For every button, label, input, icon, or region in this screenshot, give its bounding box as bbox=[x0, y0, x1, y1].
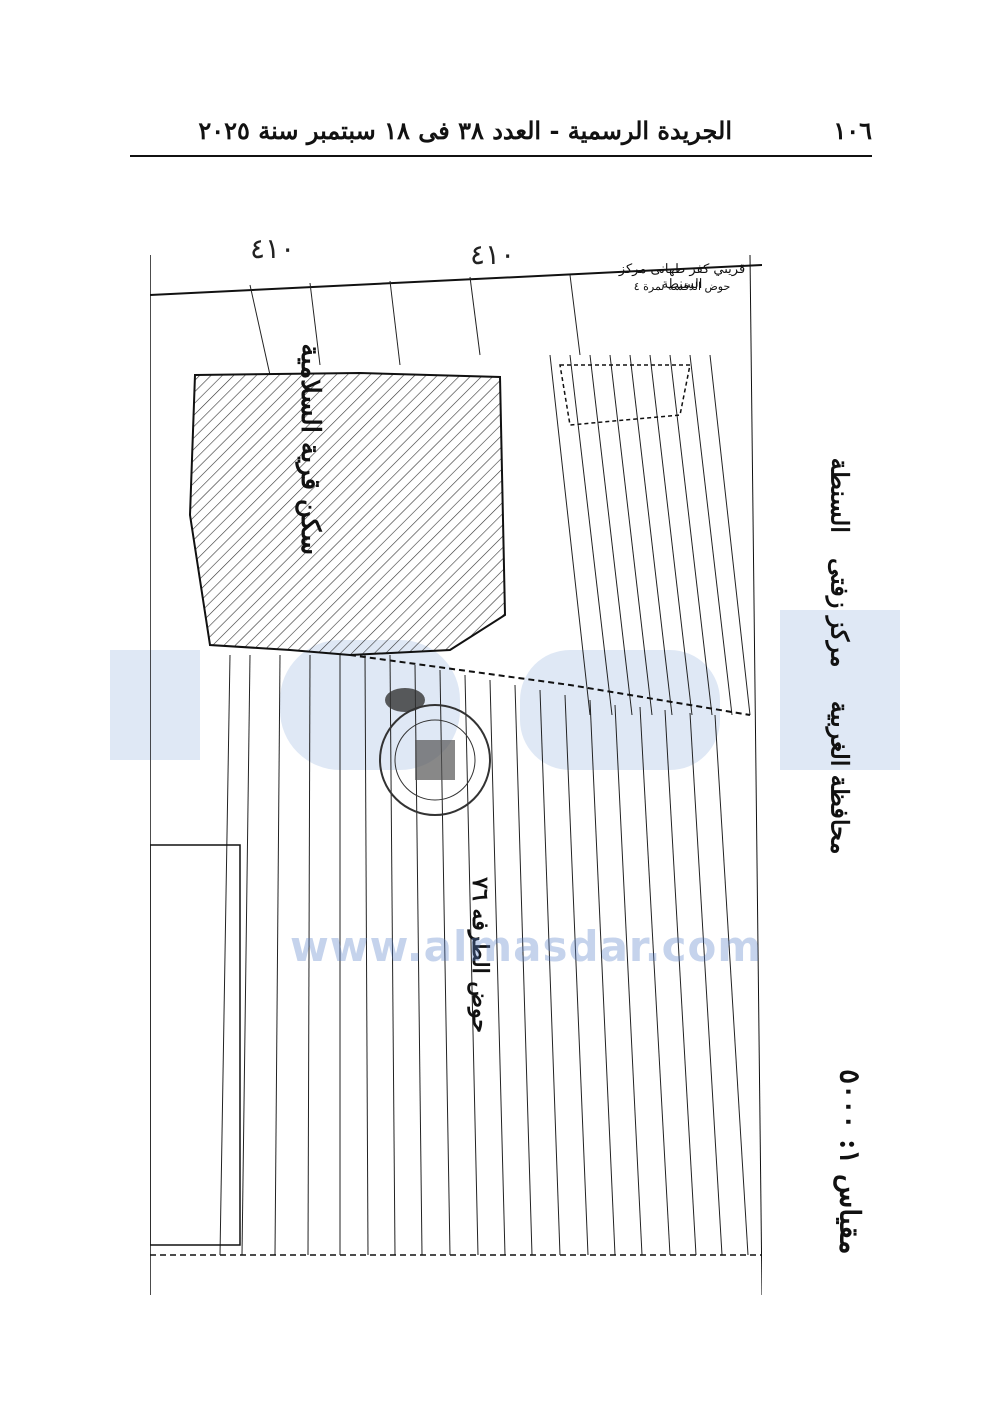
running-title: الجريدة الرسمية - العدد ٣٨ فى ١٨ سبتمبر … bbox=[198, 116, 732, 145]
map-scale: مقياس ١: ٥٠٠٠ bbox=[833, 1069, 867, 1255]
markaz-sub-label: السنطة bbox=[825, 457, 855, 533]
official-stamp-icon bbox=[379, 704, 491, 816]
watermark-url: www.almasdar.com bbox=[290, 922, 763, 971]
map-drawing bbox=[150, 255, 762, 1295]
village-area bbox=[188, 371, 507, 657]
markaz-label: مركز زفتى bbox=[825, 558, 855, 668]
handwritten-number: ٤١٠ bbox=[250, 232, 296, 265]
top-note: قريتي كفر طهانى مركز السنطة bbox=[618, 262, 746, 292]
page-number: ١٠٦ bbox=[833, 116, 872, 145]
top-note-hod: حوض الدقسه نمرة ٤ bbox=[633, 280, 731, 293]
handwritten-number: ٤١٠ bbox=[470, 238, 516, 271]
village-label: سكن قرية السلامية bbox=[295, 343, 325, 555]
governorate-label: محافظة الغربية bbox=[825, 700, 855, 855]
page-header: ١٠٦ الجريدة الرسمية - العدد ٣٨ فى ١٨ سبت… bbox=[130, 112, 872, 152]
map-location-legend: محافظة الغربية مركز زفتى السنطة bbox=[826, 455, 855, 855]
cadastral-map bbox=[150, 255, 762, 1295]
header-rule bbox=[130, 155, 872, 157]
